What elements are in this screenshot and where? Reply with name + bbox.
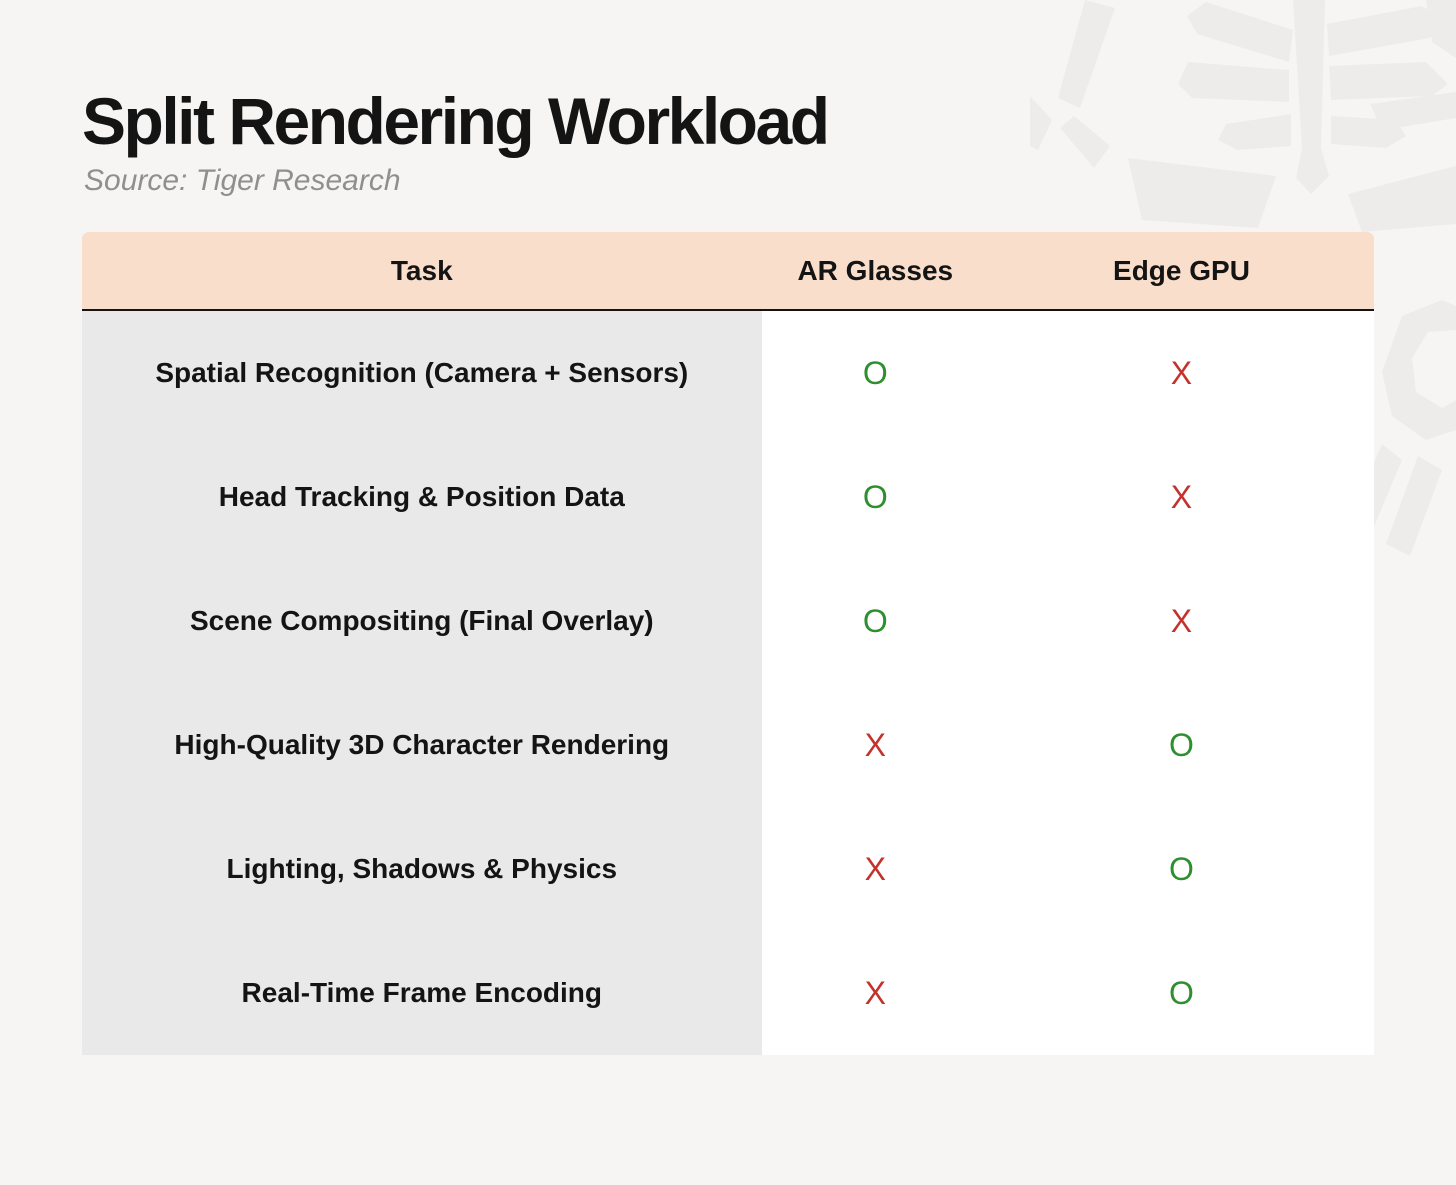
table-row: Lighting, Shadows & Physics X O (82, 807, 1374, 931)
ar-glasses-mark: O (761, 559, 989, 683)
task-label: Spatial Recognition (Camera + Sensors) (82, 311, 762, 435)
task-label: Head Tracking & Position Data (82, 435, 762, 559)
task-label: Lighting, Shadows & Physics (82, 807, 762, 931)
tiger-logo-watermark-icon (1030, 0, 1456, 560)
source-caption: Source: Tiger Research (84, 164, 401, 197)
column-header-edge-gpu: Edge GPU (1113, 254, 1250, 286)
edge-gpu-mark: O (988, 807, 1374, 931)
ar-glasses-mark: X (761, 807, 989, 931)
ar-glasses-mark: O (761, 435, 989, 559)
ar-glasses-mark: X (761, 931, 989, 1055)
edge-gpu-mark: X (988, 559, 1374, 683)
edge-gpu-mark: O (988, 683, 1374, 807)
table-row: Spatial Recognition (Camera + Sensors) O… (82, 311, 1374, 435)
table-row: High-Quality 3D Character Rendering X O (82, 683, 1374, 807)
task-label: Real-Time Frame Encoding (82, 931, 762, 1055)
table-row: Head Tracking & Position Data O X (82, 435, 1374, 559)
edge-gpu-mark: X (988, 435, 1374, 559)
table-row: Real-Time Frame Encoding X O (82, 931, 1374, 1055)
table-row: Scene Compositing (Final Overlay) O X (82, 559, 1374, 683)
edge-gpu-mark: X (988, 311, 1374, 435)
column-header-ar-glasses: AR Glasses (797, 254, 954, 286)
ar-glasses-mark: X (761, 683, 989, 807)
edge-gpu-mark: O (988, 931, 1374, 1055)
ar-glasses-mark: O (761, 311, 989, 435)
task-label: High-Quality 3D Character Rendering (82, 683, 762, 807)
task-label: Scene Compositing (Final Overlay) (82, 559, 762, 683)
page-title: Split Rendering Workload (82, 84, 830, 158)
split-rendering-table: Task AR Glasses Edge GPU Spatial Recogni… (82, 232, 1374, 1055)
table-header-row: Task AR Glasses Edge GPU (82, 232, 1374, 311)
column-header-task: Task (390, 254, 453, 286)
